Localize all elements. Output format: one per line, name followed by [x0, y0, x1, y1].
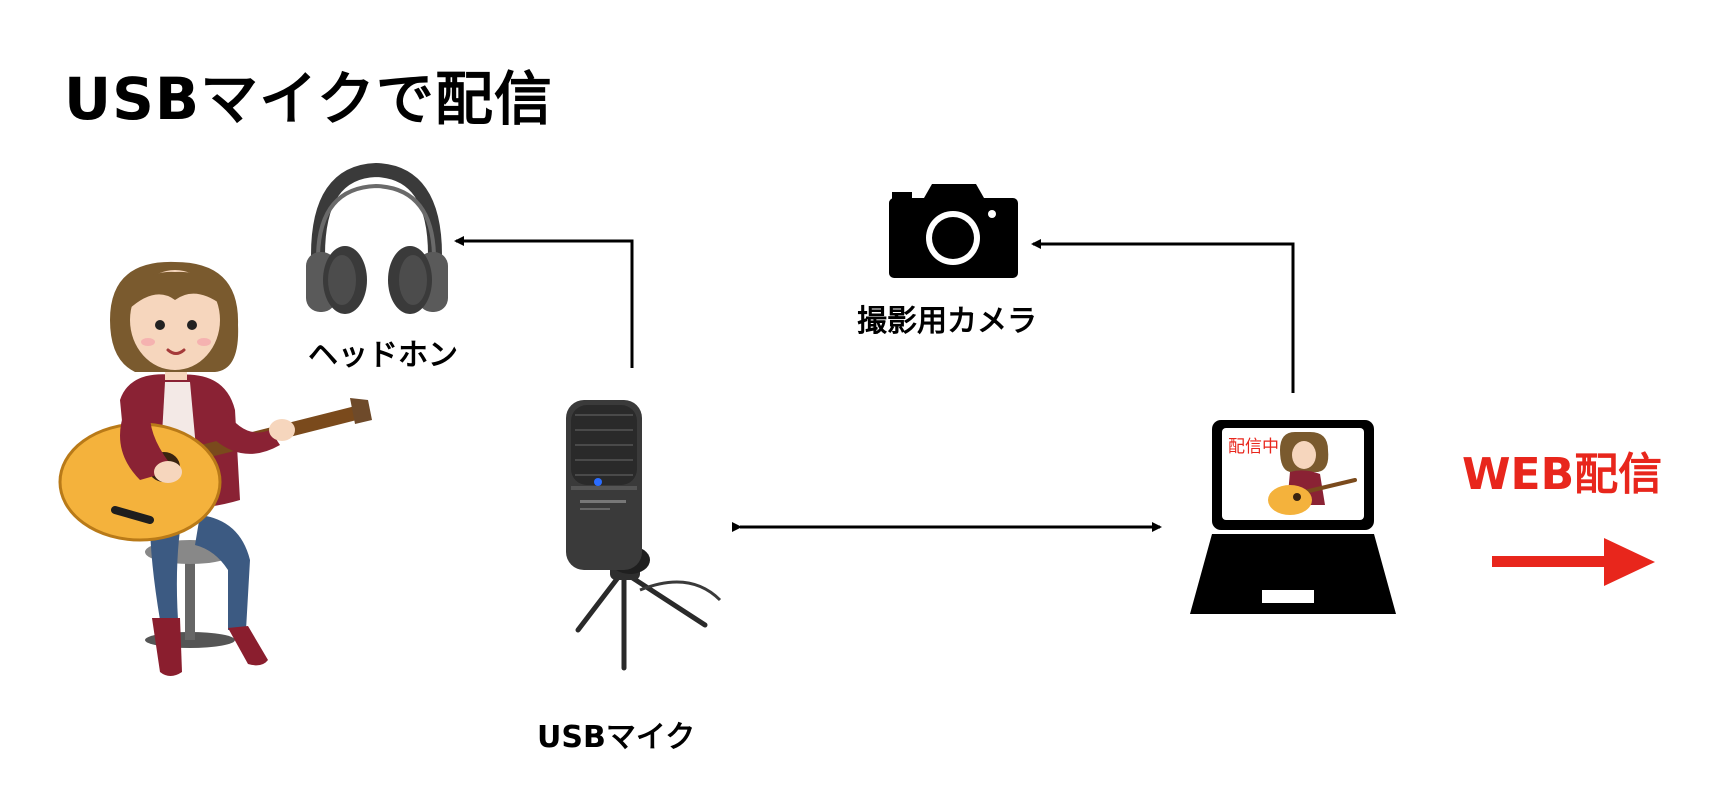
screen-performer-illustration [1268, 432, 1357, 515]
usb-mic-label: USBマイク [537, 720, 696, 755]
screen-live-badge: 配信中 [1228, 437, 1279, 457]
laptop-to-camera-arrow [1031, 239, 1295, 393]
headphones-label: ヘッドホン [308, 338, 458, 373]
camera-icon [889, 184, 1018, 278]
camera-label: 撮影用カメラ [857, 304, 1037, 339]
performer-illustration [58, 261, 372, 676]
headphones-icon [306, 162, 448, 314]
web-stream-arrow [1492, 538, 1655, 586]
page-title: USBマイクで配信 [64, 65, 553, 133]
laptop-icon [1190, 420, 1396, 614]
usb-microphone-icon [566, 400, 722, 671]
web-stream-label: WEB配信 [1462, 449, 1663, 500]
mic-to-headphones-arrow [454, 236, 634, 368]
